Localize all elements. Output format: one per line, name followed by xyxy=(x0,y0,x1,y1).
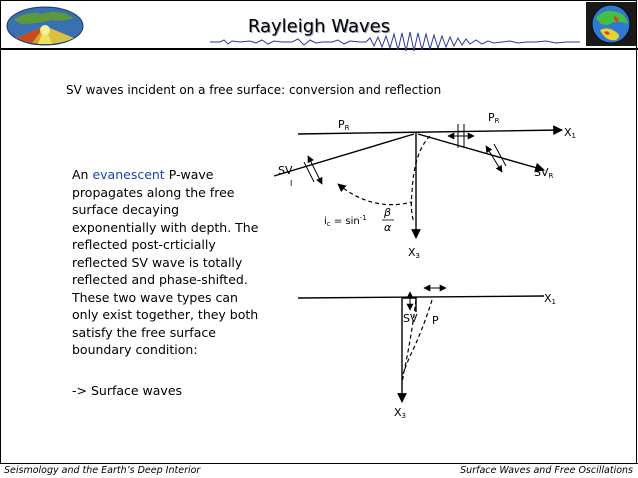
tomography-globe-logo xyxy=(586,2,636,46)
label-sv-incident: SV xyxy=(278,164,293,177)
label-critical-angle: ic = sin-1 xyxy=(324,214,367,228)
para-body: P-wave propagates along the free surface… xyxy=(72,167,259,357)
seismogram-trace xyxy=(210,31,580,52)
surface-wave-diagram: X1 SV P X3 xyxy=(297,284,556,420)
label-beta: β xyxy=(383,206,391,219)
reflection-diagram: PR PR X1 SV I SVR ic = sin-1 β α X3 xyxy=(273,112,576,260)
label-sv-incident-sub: I xyxy=(290,179,292,188)
label-x1-top: X1 xyxy=(564,126,576,140)
label-sv-reflected: SVR xyxy=(534,166,554,180)
surface-waves-conclusion: -> Surface waves xyxy=(72,383,183,398)
reflected-polarization-arrow xyxy=(485,145,503,173)
explanation-paragraph: An evanescent P-wave propagates along th… xyxy=(72,166,262,359)
reflected-wavefront xyxy=(493,143,507,167)
header-divider xyxy=(0,48,638,50)
incident-wavefront xyxy=(303,161,315,183)
slide-subtitle: SV waves incident on a free surface: con… xyxy=(66,83,442,97)
incident-sv-ray xyxy=(273,133,415,177)
critical-angle-arc xyxy=(337,183,413,206)
rayleigh-wave-diagram: PR PR X1 SV I SVR ic = sin-1 β α X3 X1 xyxy=(273,112,576,420)
sv-displacement-box xyxy=(402,297,417,312)
incident-polarization-arrow xyxy=(307,155,323,185)
label-alpha: α xyxy=(384,221,392,234)
label-p-bottom: P xyxy=(432,314,439,327)
label-x1-bottom: X1 xyxy=(544,292,556,306)
evanescent-decay-curve xyxy=(410,135,431,223)
reflected-sv-ray xyxy=(417,133,545,173)
surface-axis-x1 xyxy=(297,125,563,136)
label-x3-bottom: X3 xyxy=(394,406,406,420)
slide-frame xyxy=(0,50,637,463)
slide-footer: Seismology and the Earth’s Deep Interior… xyxy=(0,463,638,478)
label-sv-bottom: SV xyxy=(403,312,418,325)
para-prefix: An xyxy=(72,167,93,182)
label-x3-top: X3 xyxy=(408,246,420,260)
earth-cutaway-logo xyxy=(2,2,88,46)
evanescent-term: evanescent xyxy=(92,167,165,182)
footer-chapter-title: Surface Waves and Free Oscillations xyxy=(460,465,633,476)
label-pr: PR xyxy=(338,118,350,132)
label-pr-top: PR xyxy=(488,112,500,125)
sv-decay-curve xyxy=(401,299,417,385)
footer-course-title: Seismology and the Earth’s Deep Interior xyxy=(4,465,201,476)
header-frame xyxy=(0,0,637,48)
slide-title: Rayleigh Waves xyxy=(247,16,391,37)
surface-line xyxy=(297,295,545,299)
